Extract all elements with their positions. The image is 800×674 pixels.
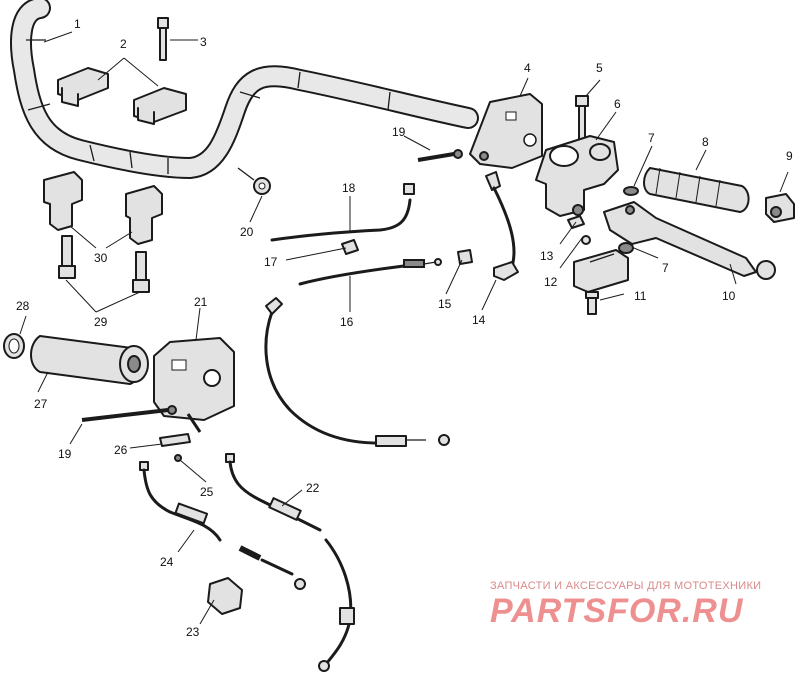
callout-11: 11 bbox=[634, 289, 647, 303]
throttle-cable-upper bbox=[270, 183, 415, 242]
throttle-cable-middle bbox=[298, 258, 442, 286]
callout-16: 16 bbox=[340, 315, 354, 329]
callout-8: 8 bbox=[702, 135, 709, 149]
throttle-cable-lower bbox=[139, 461, 306, 590]
master-cylinder-clamp bbox=[573, 249, 629, 315]
washer-lower bbox=[618, 242, 634, 254]
handlebar bbox=[10, 0, 479, 180]
callout-9: 9 bbox=[786, 149, 793, 163]
throttle-housing bbox=[153, 337, 235, 433]
callout-30: 30 bbox=[94, 251, 108, 265]
clamp-bolt bbox=[157, 17, 169, 61]
bar-end-weight bbox=[765, 193, 795, 223]
callout-4: 4 bbox=[524, 61, 531, 75]
riser-bolts bbox=[58, 235, 150, 293]
callout-25: 25 bbox=[200, 485, 214, 499]
callout-2: 2 bbox=[120, 37, 127, 51]
washer-upper bbox=[623, 186, 639, 196]
callout-26: 26 bbox=[114, 443, 128, 457]
callout-22: 22 bbox=[306, 481, 320, 495]
callout-23: 23 bbox=[186, 625, 200, 639]
cable-ferrule bbox=[341, 239, 359, 255]
left-bar-end bbox=[3, 333, 25, 359]
handlebar-clamps bbox=[57, 67, 187, 125]
screw-lower bbox=[81, 405, 177, 422]
callout-20: 20 bbox=[240, 225, 254, 239]
callout-numbers: 1 2 3 4 5 6 7 7 8 9 10 11 12 13 14 15 16… bbox=[16, 17, 793, 639]
watermark-caption: ЗАПЧАСТИ И АКСЕССУАРЫ ДЛЯ МОТОТЕХНИКИ bbox=[490, 580, 762, 592]
watermark-logo: PARTSFOR.RU bbox=[490, 592, 744, 630]
callout-5: 5 bbox=[596, 61, 603, 75]
brake-cable bbox=[225, 453, 355, 672]
cable-plate bbox=[159, 433, 191, 447]
callout-3: 3 bbox=[200, 35, 207, 49]
handlebar-risers bbox=[43, 171, 163, 245]
callout-27: 27 bbox=[34, 397, 48, 411]
callout-17: 17 bbox=[264, 255, 278, 269]
callout-1: 1 bbox=[74, 17, 81, 31]
brake-light-switch bbox=[485, 171, 519, 281]
screw-upper bbox=[417, 149, 463, 162]
callout-10: 10 bbox=[722, 289, 736, 303]
callout-7-upper: 7 bbox=[648, 131, 655, 145]
callout-14: 14 bbox=[472, 313, 486, 327]
brake-lever bbox=[603, 201, 776, 280]
callout-13: 13 bbox=[540, 249, 554, 263]
master-cylinder-bolt bbox=[575, 95, 589, 141]
callout-19-lower: 19 bbox=[58, 447, 72, 461]
cable-clip bbox=[237, 167, 271, 195]
callout-28: 28 bbox=[16, 299, 30, 313]
callout-7-lower: 7 bbox=[662, 261, 669, 275]
callout-19-upper: 19 bbox=[392, 125, 406, 139]
cable-end-ferrule bbox=[457, 249, 473, 265]
callout-12: 12 bbox=[544, 275, 558, 289]
throttle-grip bbox=[30, 335, 149, 385]
plate-screw bbox=[174, 454, 182, 462]
callout-leaders bbox=[19, 31, 789, 625]
callout-15: 15 bbox=[438, 297, 452, 311]
callout-6: 6 bbox=[614, 97, 621, 111]
cable-sleeve bbox=[207, 577, 243, 615]
right-grip bbox=[643, 167, 750, 213]
brake-master-cylinder bbox=[535, 135, 619, 217]
callout-24: 24 bbox=[160, 555, 174, 569]
callout-18: 18 bbox=[342, 181, 356, 195]
callout-29: 29 bbox=[94, 315, 108, 329]
callout-21: 21 bbox=[194, 295, 208, 309]
switch-housing bbox=[469, 93, 543, 169]
throttle-cable-loop bbox=[264, 297, 450, 447]
pivot-washer-small bbox=[567, 215, 591, 245]
